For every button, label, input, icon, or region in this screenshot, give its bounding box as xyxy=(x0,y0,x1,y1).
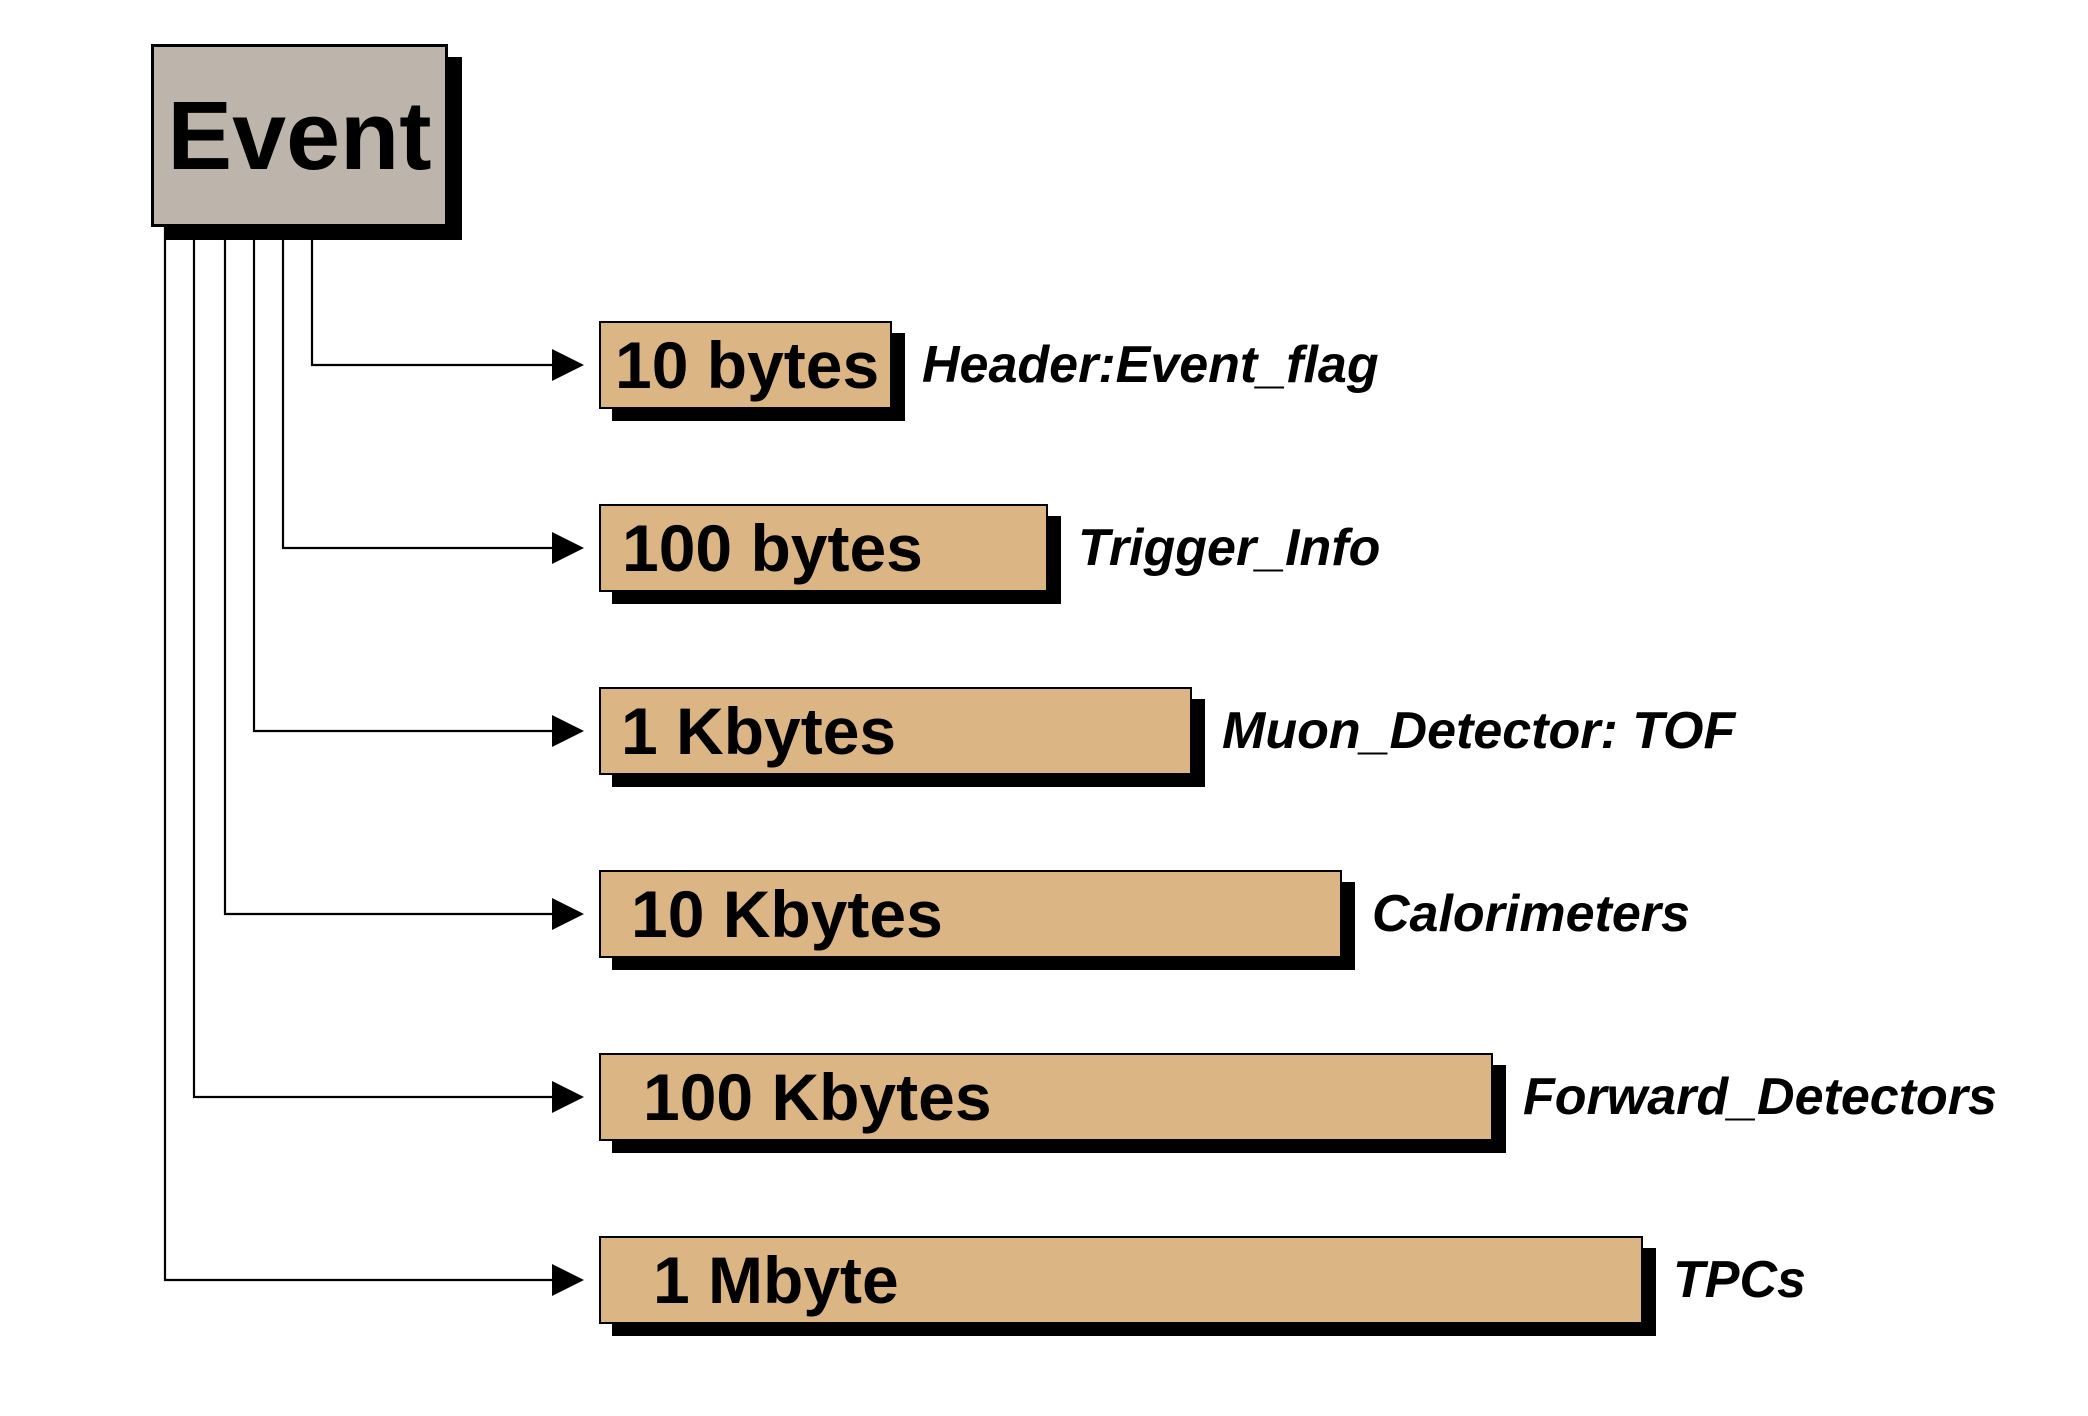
connector-line xyxy=(310,225,554,367)
size-bar-label: 100 bytes xyxy=(622,511,923,585)
size-bar-label: 10 bytes xyxy=(615,328,880,402)
event-root-node: Event xyxy=(151,44,448,227)
connector-arrowhead-icon xyxy=(552,1264,584,1296)
detector-label: Muon_Detector: TOF xyxy=(1222,702,1736,760)
connector-arrowhead-icon xyxy=(552,715,584,747)
size-bar-label: 1 Kbytes xyxy=(621,694,897,768)
size-bar: 1 Mbyte xyxy=(599,1236,1643,1324)
connector-arrowhead-icon xyxy=(552,898,584,930)
connector-arrowhead-icon xyxy=(552,349,584,381)
detector-label: Forward_Detectors xyxy=(1523,1068,1997,1126)
event-root-label: Event xyxy=(167,81,432,190)
detector-label: Calorimeters xyxy=(1372,885,1690,943)
size-bar-label: 100 Kbytes xyxy=(643,1060,992,1134)
detector-label: TPCs xyxy=(1673,1251,1806,1309)
size-bar: 10 Kbytes xyxy=(599,870,1342,958)
size-bar-label: 10 Kbytes xyxy=(631,877,943,951)
connector-line xyxy=(223,225,554,916)
connector-line xyxy=(252,225,554,733)
size-bar: 100 bytes xyxy=(599,504,1048,592)
connector-arrowhead-icon xyxy=(552,532,584,564)
connector-line xyxy=(163,225,554,1282)
connector-arrowhead-icon xyxy=(552,1081,584,1113)
size-bar: 10 bytes xyxy=(599,321,892,409)
detector-label: Header:Event_flag xyxy=(922,336,1379,394)
size-bar: 100 Kbytes xyxy=(599,1053,1493,1141)
size-bar: 1 Kbytes xyxy=(599,687,1192,775)
connector-line xyxy=(192,225,554,1099)
detector-label: Trigger_Info xyxy=(1078,519,1381,577)
connector-line xyxy=(281,225,554,550)
size-bar-label: 1 Mbyte xyxy=(653,1243,899,1317)
